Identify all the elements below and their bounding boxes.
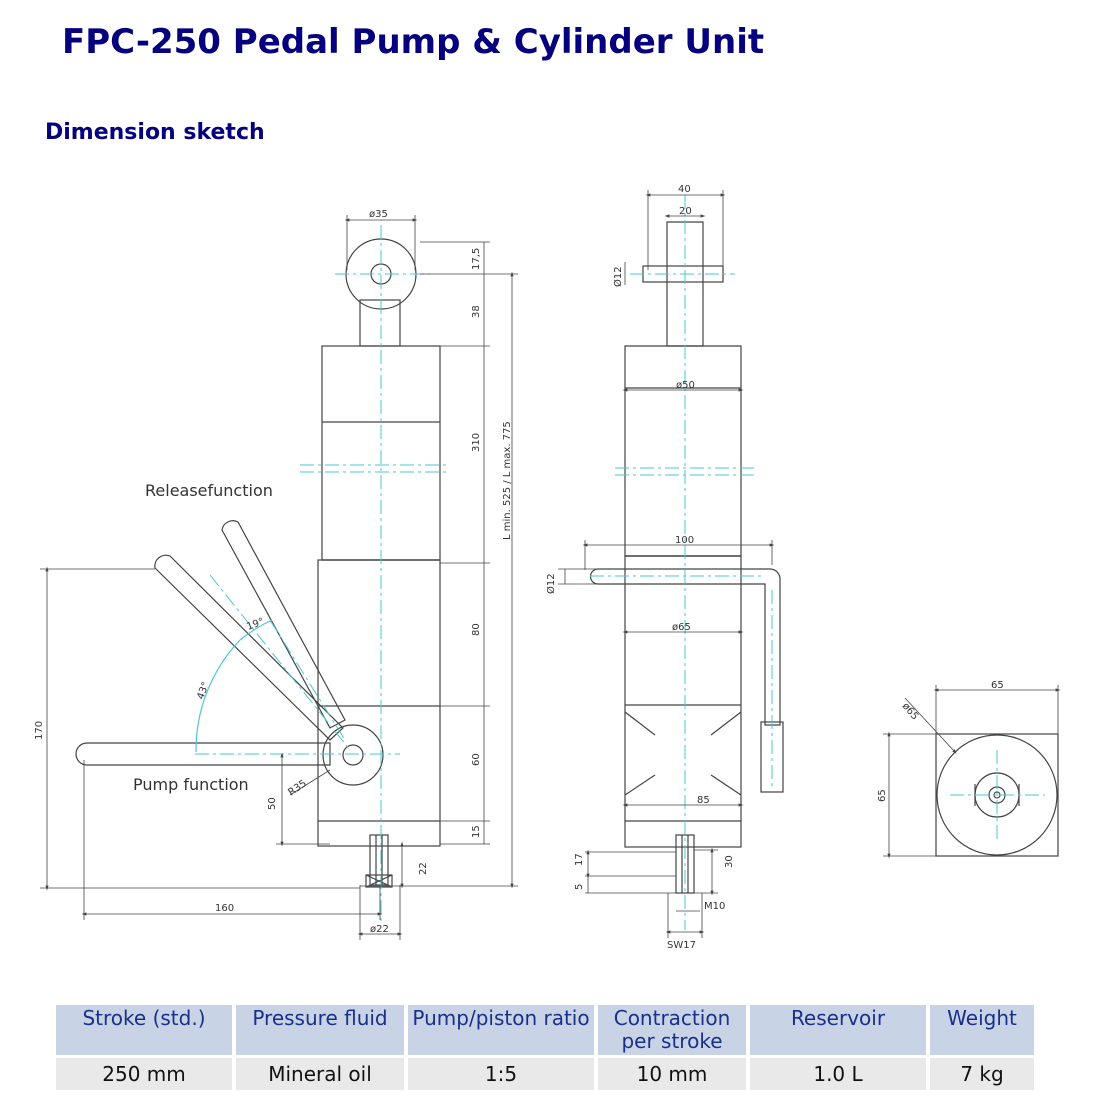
dim-170: 170 bbox=[34, 721, 45, 740]
dim-d65-diag: ø65 bbox=[900, 701, 921, 723]
dim-80: 80 bbox=[471, 623, 482, 636]
dim-17-5: 17,5 bbox=[471, 248, 482, 270]
dim-17: 17 bbox=[574, 853, 585, 866]
top-view-dim-lines bbox=[883, 685, 1061, 859]
dim-100: 100 bbox=[675, 535, 694, 546]
dim-40: 40 bbox=[678, 184, 691, 195]
angle-19: 19° bbox=[245, 616, 265, 632]
dim-r35: R35 bbox=[286, 778, 308, 798]
header-weight: Weight bbox=[930, 1005, 1034, 1055]
value-pressure-fluid: Mineral oil bbox=[236, 1058, 404, 1090]
dim-65-side: 65 bbox=[877, 789, 888, 802]
dim-m10: M10 bbox=[704, 901, 725, 912]
front-dim-lines bbox=[40, 215, 518, 940]
front-centerlines bbox=[195, 225, 450, 925]
dim-85: 85 bbox=[697, 795, 710, 806]
dim-15: 15 bbox=[471, 825, 482, 838]
header-stroke: Stroke (std.) bbox=[56, 1005, 232, 1055]
specs-table: Stroke (std.) Pressure fluid Pump/piston… bbox=[52, 1002, 1038, 1093]
value-stroke: 250 mm bbox=[56, 1058, 232, 1090]
dim-65-top: 65 bbox=[991, 680, 1004, 691]
dim-60: 60 bbox=[471, 753, 482, 766]
dim-d35: ø35 bbox=[369, 209, 388, 220]
specs-value-row: 250 mm Mineral oil 1:5 10 mm 1.0 L 7 kg bbox=[56, 1058, 1034, 1090]
dimension-sketch: Releasefunction Pump function ø35 17,5 3… bbox=[34, 184, 1061, 951]
header-ratio: Pump/piston ratio bbox=[408, 1005, 594, 1055]
page-title: FPC-250 Pedal Pump & Cylinder Unit bbox=[62, 22, 765, 62]
dim-50: 50 bbox=[267, 797, 278, 810]
section-subtitle: Dimension sketch bbox=[45, 120, 265, 145]
header-reservoir: Reservoir bbox=[750, 1005, 926, 1055]
dim-d22: ø22 bbox=[370, 924, 389, 935]
dim-lmin-lmax: L min. 525 / L max. 775 bbox=[502, 421, 513, 540]
value-contraction: 10 mm bbox=[598, 1058, 746, 1090]
dim-310: 310 bbox=[471, 433, 482, 452]
dim-d12-handle: Ø12 bbox=[545, 573, 557, 594]
angle-arcs bbox=[195, 619, 273, 753]
dim-20: 20 bbox=[679, 206, 692, 217]
dim-sw17: SW17 bbox=[667, 940, 696, 951]
dim-d65: ø65 bbox=[672, 622, 691, 633]
angle-43: 43° bbox=[195, 681, 211, 701]
header-contraction: Contraction per stroke bbox=[598, 1005, 746, 1055]
header-pressure-fluid: Pressure fluid bbox=[236, 1005, 404, 1055]
specs-header-row: Stroke (std.) Pressure fluid Pump/piston… bbox=[56, 1005, 1034, 1055]
dim-22-vertical: 22 bbox=[418, 862, 429, 875]
dim-d12-top: Ø12 bbox=[612, 266, 624, 287]
dim-160: 160 bbox=[215, 903, 234, 914]
value-reservoir: 1.0 L bbox=[750, 1058, 926, 1090]
front-view bbox=[75, 238, 441, 888]
side-view bbox=[589, 221, 784, 894]
side-centerlines bbox=[590, 195, 773, 930]
top-view-centerlines bbox=[950, 750, 1045, 840]
dim-38: 38 bbox=[471, 305, 482, 318]
dim-30: 30 bbox=[724, 855, 735, 868]
release-function-label: Releasefunction bbox=[145, 481, 273, 500]
value-weight: 7 kg bbox=[930, 1058, 1034, 1090]
dim-5: 5 bbox=[574, 884, 585, 890]
side-dim-lines bbox=[558, 190, 775, 938]
pump-function-label: Pump function bbox=[133, 775, 249, 794]
value-ratio: 1:5 bbox=[408, 1058, 594, 1090]
dim-d50: ø50 bbox=[676, 380, 695, 391]
